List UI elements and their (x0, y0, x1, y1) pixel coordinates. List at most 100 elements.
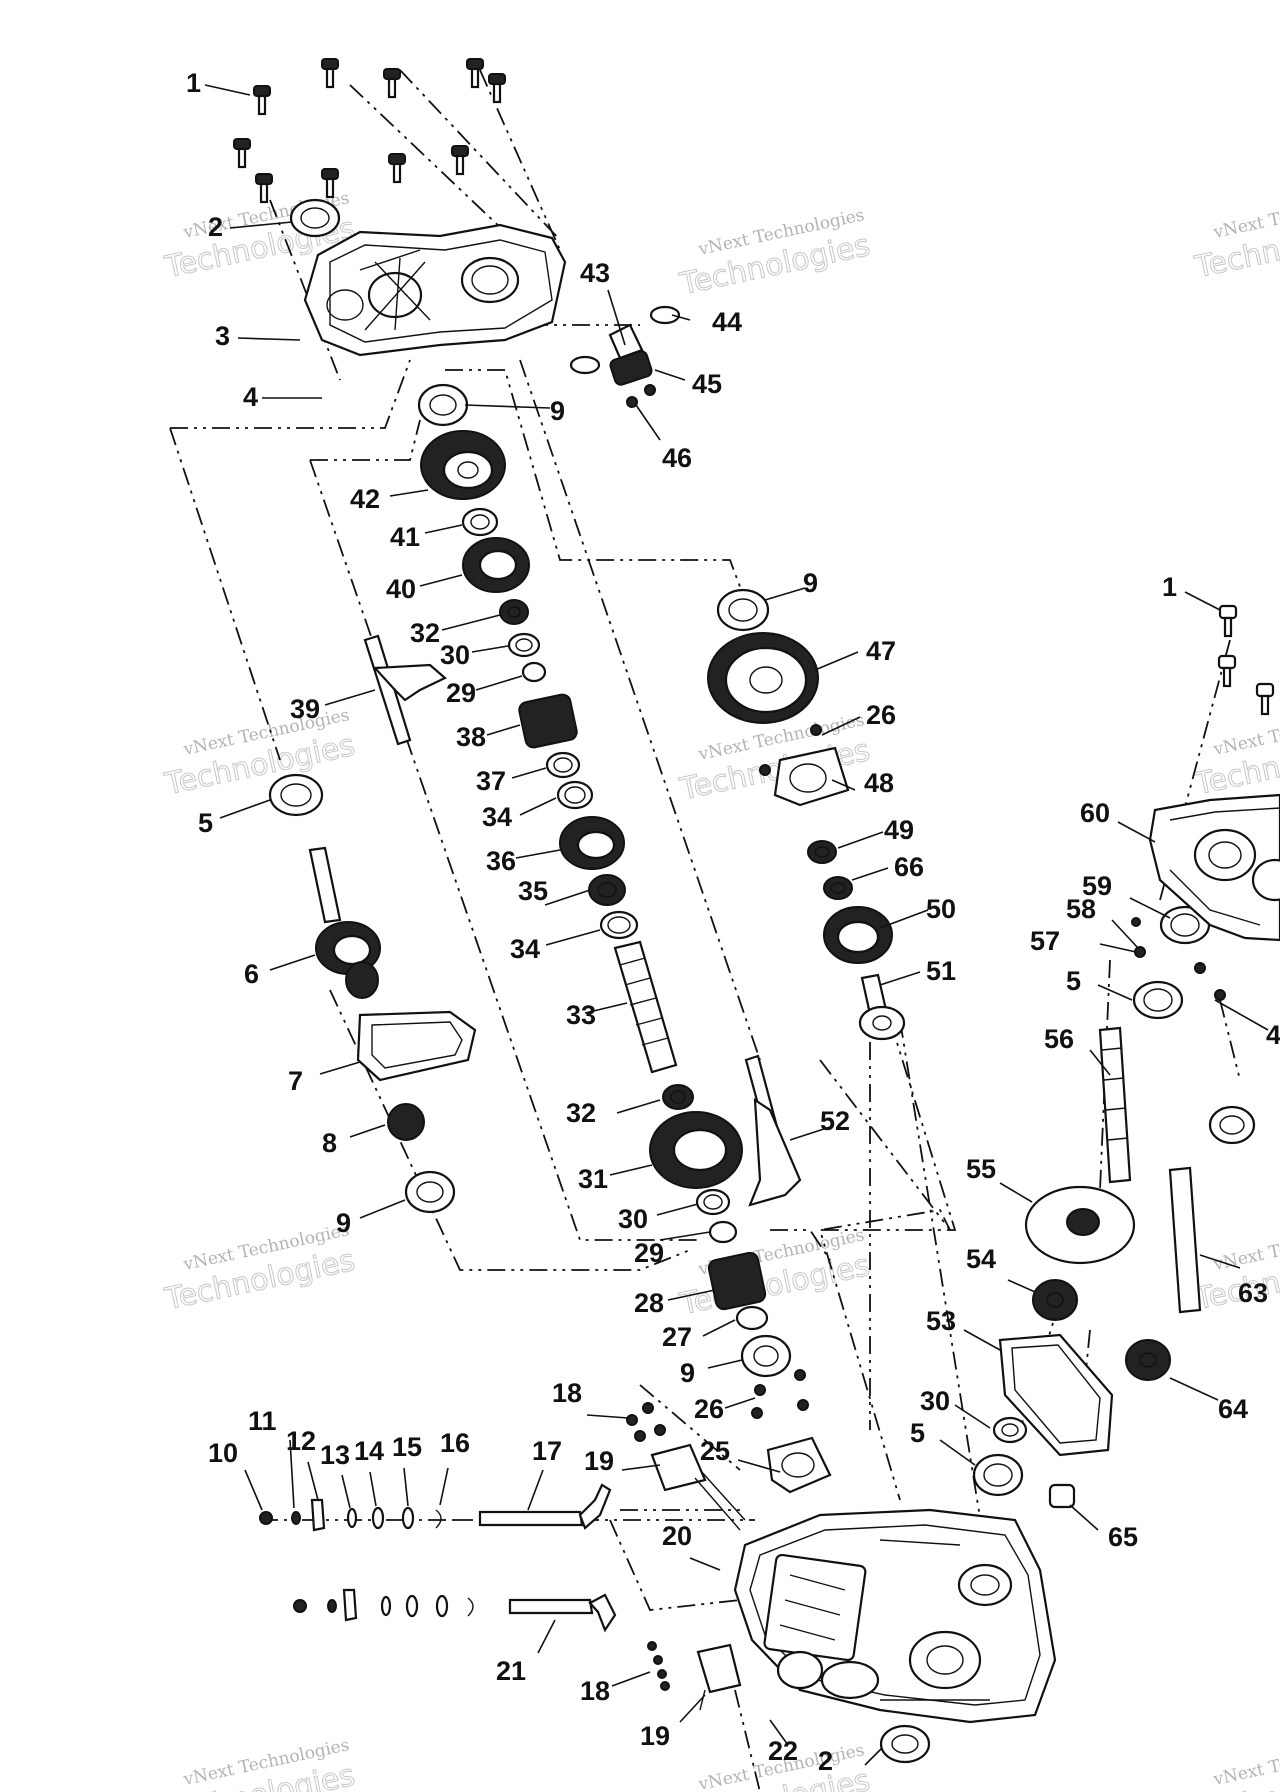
right-center-gear-group (707, 588, 906, 1041)
callout-label: 54 (966, 1244, 996, 1274)
callout-label: 56 (1044, 1024, 1074, 1054)
callout-label: 42 (350, 484, 380, 514)
callout-label: 2 (208, 212, 223, 242)
callout-label: 6 (244, 959, 259, 989)
callout-label: 18 (580, 1676, 610, 1706)
callout-label: 40 (386, 574, 416, 604)
cover-bolts (233, 58, 1275, 716)
callout-label: 3 (215, 321, 230, 351)
callout-label: 48 (864, 768, 894, 798)
callout-label: 25 (700, 1436, 730, 1466)
callout-label: 64 (1218, 1394, 1248, 1424)
callout-label: 50 (926, 894, 956, 924)
callout-label: 60 (1080, 798, 1110, 828)
callout-label: 47 (866, 636, 896, 666)
callout-label: 59 (1082, 871, 1112, 901)
callout-label: 7 (288, 1066, 303, 1096)
callout-label: 55 (966, 1154, 996, 1184)
callout-label: 27 (662, 1322, 692, 1352)
callout-label: 29 (446, 678, 476, 708)
detent-assembly (569, 305, 681, 408)
callout-label: 28 (634, 1288, 664, 1318)
callout-label: 34 (482, 802, 512, 832)
callout-label: 46 (662, 443, 692, 473)
callout-label: 22 (768, 1736, 798, 1766)
callout-label: 2 (818, 1746, 833, 1776)
lower-gearcase-housing (733, 1508, 1057, 1764)
callout-label: 30 (440, 640, 470, 670)
callout-label: 32 (410, 618, 440, 648)
shift-rods (259, 1483, 617, 1633)
callout-label: 66 (894, 852, 924, 882)
callout-label: 9 (803, 568, 818, 598)
callout-label: 32 (566, 1098, 596, 1128)
callout-label: 19 (584, 1446, 614, 1476)
callout-label: 39 (290, 694, 320, 724)
callout-label: 63 (1238, 1278, 1268, 1308)
upper-cover-housing (303, 223, 567, 357)
callout-label: 9 (680, 1358, 695, 1388)
callout-label: 9 (550, 396, 565, 426)
callout-label: 8 (322, 1128, 337, 1158)
callout-label: 26 (694, 1394, 724, 1424)
callout-label: 4 (243, 382, 258, 412)
callout-label: 12 (286, 1426, 316, 1456)
callout-label: 16 (440, 1428, 470, 1458)
callout-label: 41 (390, 522, 420, 552)
callout-label: 29 (634, 1238, 664, 1268)
callout-label: 13 (320, 1440, 350, 1470)
callout-label: 5 (1066, 966, 1081, 996)
callout-label: 5 (198, 808, 213, 838)
callout-label: 37 (476, 766, 506, 796)
callout-label: 19 (640, 1721, 670, 1751)
callout-label: 53 (926, 1306, 956, 1336)
callout-label: 36 (486, 846, 516, 876)
callout-label: 10 (208, 1438, 238, 1468)
callout-label: 17 (532, 1436, 562, 1466)
callout-label: 43 (580, 258, 610, 288)
right-cover-housing (1148, 793, 1280, 942)
callout-label: 1 (1162, 572, 1177, 602)
left-shaft-group (268, 773, 477, 1214)
callout-label: 33 (566, 1000, 596, 1030)
callout-label: 44 (712, 307, 742, 337)
callout-label: 26 (866, 700, 896, 730)
callout-label: 38 (456, 722, 486, 752)
callout-label: 52 (820, 1106, 850, 1136)
callout-label: 58 (1066, 894, 1096, 924)
callout-label: 18 (552, 1378, 582, 1408)
callout-label: 45 (692, 369, 722, 399)
callout-label: 65 (1108, 1522, 1138, 1552)
callout-label: 15 (392, 1432, 422, 1462)
callout-label: 34 (510, 934, 540, 964)
callout-label: 21 (496, 1656, 526, 1686)
callout-label: 49 (884, 815, 914, 845)
right-side-group (972, 905, 1256, 1509)
leader-lines (204, 84, 1269, 1766)
center-gear-stack (417, 383, 792, 1378)
callout-label: 20 (662, 1521, 692, 1551)
callout-label: 11 (248, 1406, 277, 1436)
callout-label: 30 (920, 1386, 950, 1416)
callout-label: 4 (1266, 1020, 1280, 1050)
callout-label: 51 (926, 956, 956, 986)
callout-label: 5 (910, 1418, 925, 1448)
callout-label: 30 (618, 1204, 648, 1234)
callout-label: 31 (578, 1164, 608, 1194)
shift-forks (363, 634, 802, 1207)
callout-label: 1 (186, 68, 201, 98)
callout-label: 9 (336, 1208, 351, 1238)
switch-assemblies (626, 1369, 832, 1711)
callout-label: 14 (354, 1436, 384, 1466)
seal-upper (289, 198, 341, 238)
callout-label: 35 (518, 876, 548, 906)
